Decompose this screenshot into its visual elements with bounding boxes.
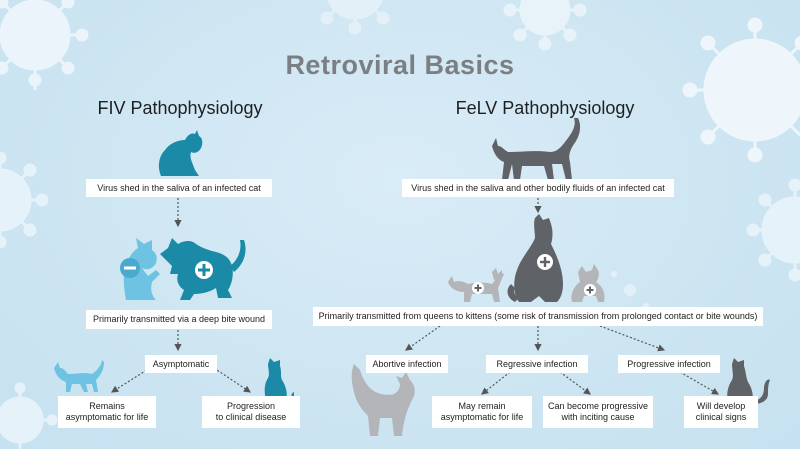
cat-walking-icon xyxy=(54,360,104,392)
felv-progressive-box: Progressive infection xyxy=(618,355,720,373)
fiv-asymptomatic-box: Asymptomatic xyxy=(145,355,217,373)
virus-icon xyxy=(0,382,58,449)
virus-icon xyxy=(0,151,49,249)
felv-may-remain-line1: May remain xyxy=(458,401,506,411)
felv-shed-box: Virus shed in the saliva and other bodil… xyxy=(402,179,674,197)
cat-walking-icon xyxy=(492,118,581,180)
arrow-felv-progressive xyxy=(599,325,666,352)
felv-transmission-box: Primarily transmitted from queens to kit… xyxy=(313,307,763,326)
fiv-transmission-box: Primarily transmitted via a deep bite wo… xyxy=(86,310,272,329)
arrow-felv-may-remain xyxy=(481,371,511,395)
felv-may-remain-box: May remain asymptomatic for life xyxy=(432,396,532,428)
kitten-icon xyxy=(571,264,605,302)
fiv-progression-box: Progression to clinical disease xyxy=(202,396,300,428)
felv-will-develop-box: Will develop clinical signs xyxy=(684,396,758,428)
arrow-felv-can-become xyxy=(559,371,591,395)
fiv-remains-line2: asymptomatic for life xyxy=(65,412,149,422)
cat-sitting-icon xyxy=(264,358,294,400)
cat-attacking-icon xyxy=(160,238,246,300)
fiv-progression-line1: Progression xyxy=(226,401,276,411)
arrow-fiv-progression xyxy=(213,367,251,393)
virus-icon xyxy=(682,17,800,163)
felv-can-become-line2: with inciting cause xyxy=(561,412,635,422)
felv-can-become-box: Can become progressive with inciting cau… xyxy=(543,396,653,428)
arrow-fiv-remains xyxy=(110,367,151,393)
felv-abortive-box: Abortive infection xyxy=(366,355,448,373)
fiv-progression-line2: to clinical disease xyxy=(215,412,287,422)
cat-sitting-icon xyxy=(727,358,770,404)
fiv-shed-box: Virus shed in the saliva of an infected … xyxy=(86,179,272,197)
cat-grooming-icon xyxy=(158,130,203,176)
virus-icon xyxy=(320,0,390,35)
arrow-felv-abortive xyxy=(405,325,441,351)
felv-will-develop-line2: clinical signs xyxy=(695,412,747,422)
arrow-felv-will-develop xyxy=(679,371,720,395)
cat-queen-icon xyxy=(507,214,563,302)
page-title: Retroviral Basics xyxy=(285,50,515,80)
cat-hissing-icon xyxy=(120,238,160,300)
fiv-heading: FIV Pathophysiology xyxy=(97,98,263,118)
felv-can-become-line1: Can become progressive xyxy=(547,401,649,411)
felv-regressive-box: Regressive infection xyxy=(486,355,588,373)
felv-will-develop-line1: Will develop xyxy=(696,401,746,411)
fiv-remains-line1: Remains xyxy=(89,401,125,411)
virus-icon xyxy=(0,0,89,90)
fiv-remains-box: Remains asymptomatic for life xyxy=(58,396,156,428)
felv-heading: FeLV Pathophysiology xyxy=(455,98,635,118)
felv-may-remain-line2: asymptomatic for life xyxy=(440,412,524,422)
kitten-icon xyxy=(448,268,504,302)
virus-icon xyxy=(746,178,800,282)
virus-icon xyxy=(503,0,587,51)
cat-stretching-icon xyxy=(351,364,415,436)
